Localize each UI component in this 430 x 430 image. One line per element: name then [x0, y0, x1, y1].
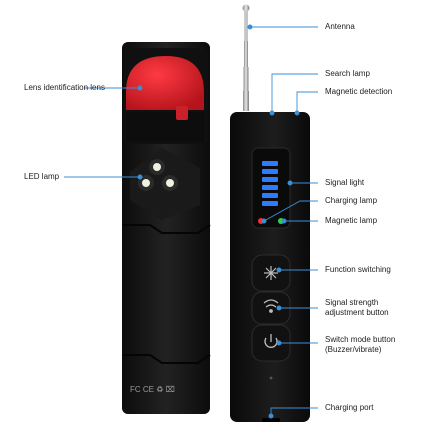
label-search-lamp: Search lamp [325, 69, 370, 78]
antenna-segment-4 [243, 91, 249, 111]
callout-search-lamp-dot [269, 110, 275, 116]
lens-sensor [176, 106, 188, 120]
callout-magnetic-detection-dot [294, 110, 300, 116]
callout-charging-lamp [263, 200, 318, 222]
antenna-tip [242, 4, 250, 12]
label-switch-mode-line-1: Switch mode button [325, 335, 396, 344]
callout-lens-dot [137, 85, 143, 91]
callout-magnetic-detection [296, 91, 318, 113]
callout-signal-light-dot [287, 180, 293, 186]
groove-2 [122, 354, 211, 364]
label-charging-lamp: Charging lamp [325, 196, 378, 205]
antenna-segment-1 [244, 11, 248, 41]
groove-1 [122, 224, 211, 234]
power-icon [264, 334, 278, 348]
mic-hole [269, 376, 273, 380]
lens-identification-lens [126, 56, 204, 110]
label-signal-light: Signal light [325, 178, 365, 187]
signal-bar-2 [262, 169, 278, 174]
antenna-segment-2 [244, 41, 248, 67]
charging-port[interactable] [262, 418, 280, 422]
antenna-segment-3 [243, 67, 249, 91]
signal-bar-3 [262, 177, 278, 182]
label-signal-strength-line-1: Signal strength [325, 298, 379, 307]
callout-charging-lamp-dot [261, 218, 267, 224]
callout-antenna-dot [247, 24, 253, 30]
callout-magnetic-lamp-dot [281, 218, 287, 224]
device-markings: FC CE ♻ ⌧ [130, 385, 175, 394]
callout-switch-mode-dot [276, 340, 282, 346]
led-lamp-3-core [166, 179, 174, 187]
callout-function-dot [276, 267, 282, 273]
lens-dark-area [126, 112, 204, 142]
callout-charging-port [270, 407, 318, 416]
antenna [242, 4, 250, 111]
signal-bar-5 [262, 193, 278, 198]
callout-charging-port-dot [268, 413, 274, 419]
label-magnetic-detection: Magnetic detection [325, 87, 393, 96]
signal-strength-icon [263, 299, 279, 313]
label-led-lamp: LED lamp [24, 172, 60, 181]
callout-search-lamp [271, 73, 318, 113]
led-lamp-2-core [142, 179, 150, 187]
signal-bar-4 [262, 185, 278, 190]
label-lens-identification: Lens identification lens [24, 83, 105, 92]
label-switch-mode-line-2: (Buzzer/vibrate) [325, 345, 382, 354]
callout-signal-strength-dot [276, 305, 282, 311]
label-magnetic-lamp: Magnetic lamp [325, 216, 378, 225]
label-charging-port: Charging port [325, 403, 374, 412]
label-signal-strength-line-2: adjustment button [325, 308, 389, 317]
function-switch-icon [264, 266, 278, 280]
led-lamp-1-core [153, 163, 161, 171]
callout-led-dot [137, 174, 143, 180]
label-antenna: Antenna [325, 22, 355, 31]
signal-bar-1 [262, 161, 278, 166]
left-device: FC CE ♻ ⌧ [122, 42, 211, 414]
label-function-switching: Function switching [325, 265, 391, 274]
right-device [230, 112, 310, 422]
callouts [64, 24, 318, 419]
signal-bar-6 [262, 201, 278, 206]
